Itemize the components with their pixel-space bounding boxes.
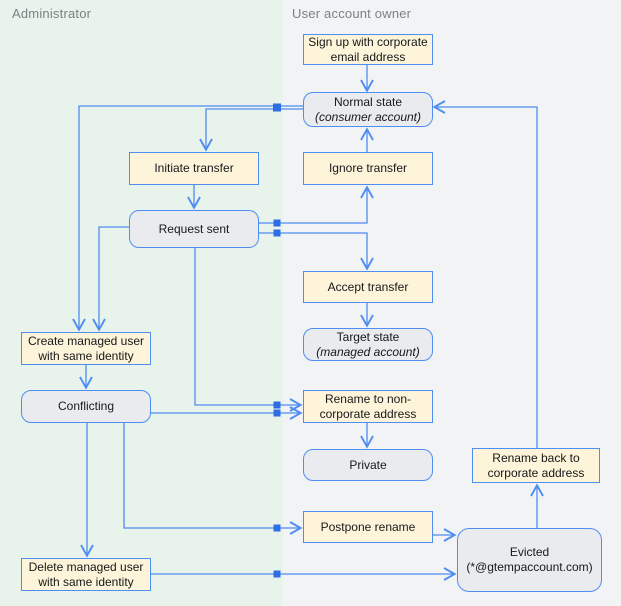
node-initiate-transfer: Initiate transfer [129, 152, 259, 185]
lane-header-user-account-owner: User account owner [292, 6, 412, 21]
node-request-sent: Request sent [129, 210, 259, 248]
node-conflicting-label: Conflicting [57, 399, 115, 413]
node-normal-state-sublabel: (consumer account) [314, 109, 422, 124]
edge-request-to-ignore [259, 185, 374, 224]
edge-conflicting-to-postpone [123, 423, 303, 535]
node-ignore-transfer: Ignore transfer [303, 152, 433, 185]
lane-administrator [0, 0, 283, 606]
node-rename-noncorporate: Rename to non-corporate address [303, 390, 433, 423]
node-signup-label: Sign up with corporate email address [308, 34, 428, 64]
node-ignore-transfer-label: Ignore transfer [328, 161, 408, 175]
node-create-managed-user-label: Create managed user with same identity [27, 333, 145, 363]
edge-request-to-accept [259, 232, 374, 271]
node-initiate-transfer-label: Initiate transfer [154, 161, 234, 175]
node-target-state: Target state (managed account) [303, 328, 433, 361]
node-private-label: Private [349, 457, 387, 472]
edge-request-to-create [92, 226, 129, 332]
node-signup: Sign up with corporate email address [303, 34, 433, 65]
node-evicted: Evicted (*@gtempaccount.com) [457, 528, 602, 592]
node-rename-back-label: Rename back to corporate address [487, 450, 585, 480]
node-delete-managed-user-label: Delete managed user with same identity [28, 559, 144, 589]
edge-waypoint-squares [273, 103, 281, 578]
node-normal-state: Normal state (consumer account) [303, 92, 433, 127]
node-target-state-sublabel: (managed account) [316, 344, 420, 359]
edge-normal-to-create [72, 105, 303, 332]
node-private: Private [303, 449, 433, 481]
node-normal-state-label: Normal state [333, 94, 403, 109]
node-accept-transfer: Accept transfer [303, 271, 433, 303]
node-request-sent-label: Request sent [158, 221, 230, 236]
lane-header-administrator: Administrator [12, 6, 92, 21]
node-postpone-rename-label: Postpone rename [320, 519, 416, 534]
edge-renameback-to-normal [432, 100, 538, 448]
node-evicted-label: Evicted [509, 545, 550, 559]
node-rename-noncorporate-label: Rename to non-corporate address [319, 391, 417, 421]
node-target-state-label: Target state [336, 329, 400, 344]
node-postpone-rename: Postpone rename [303, 511, 433, 543]
edge-normal-to-initiate [199, 108, 303, 152]
node-accept-transfer-label: Accept transfer [327, 279, 409, 294]
node-evicted-sublabel: (*@gtempaccount.com) [466, 560, 593, 574]
node-rename-back: Rename back to corporate address [472, 448, 600, 483]
node-conflicting: Conflicting [21, 390, 151, 423]
node-delete-managed-user: Delete managed user with same identity [21, 558, 151, 591]
edge-request-to-rename [194, 248, 303, 412]
node-create-managed-user: Create managed user with same identity [21, 332, 151, 365]
